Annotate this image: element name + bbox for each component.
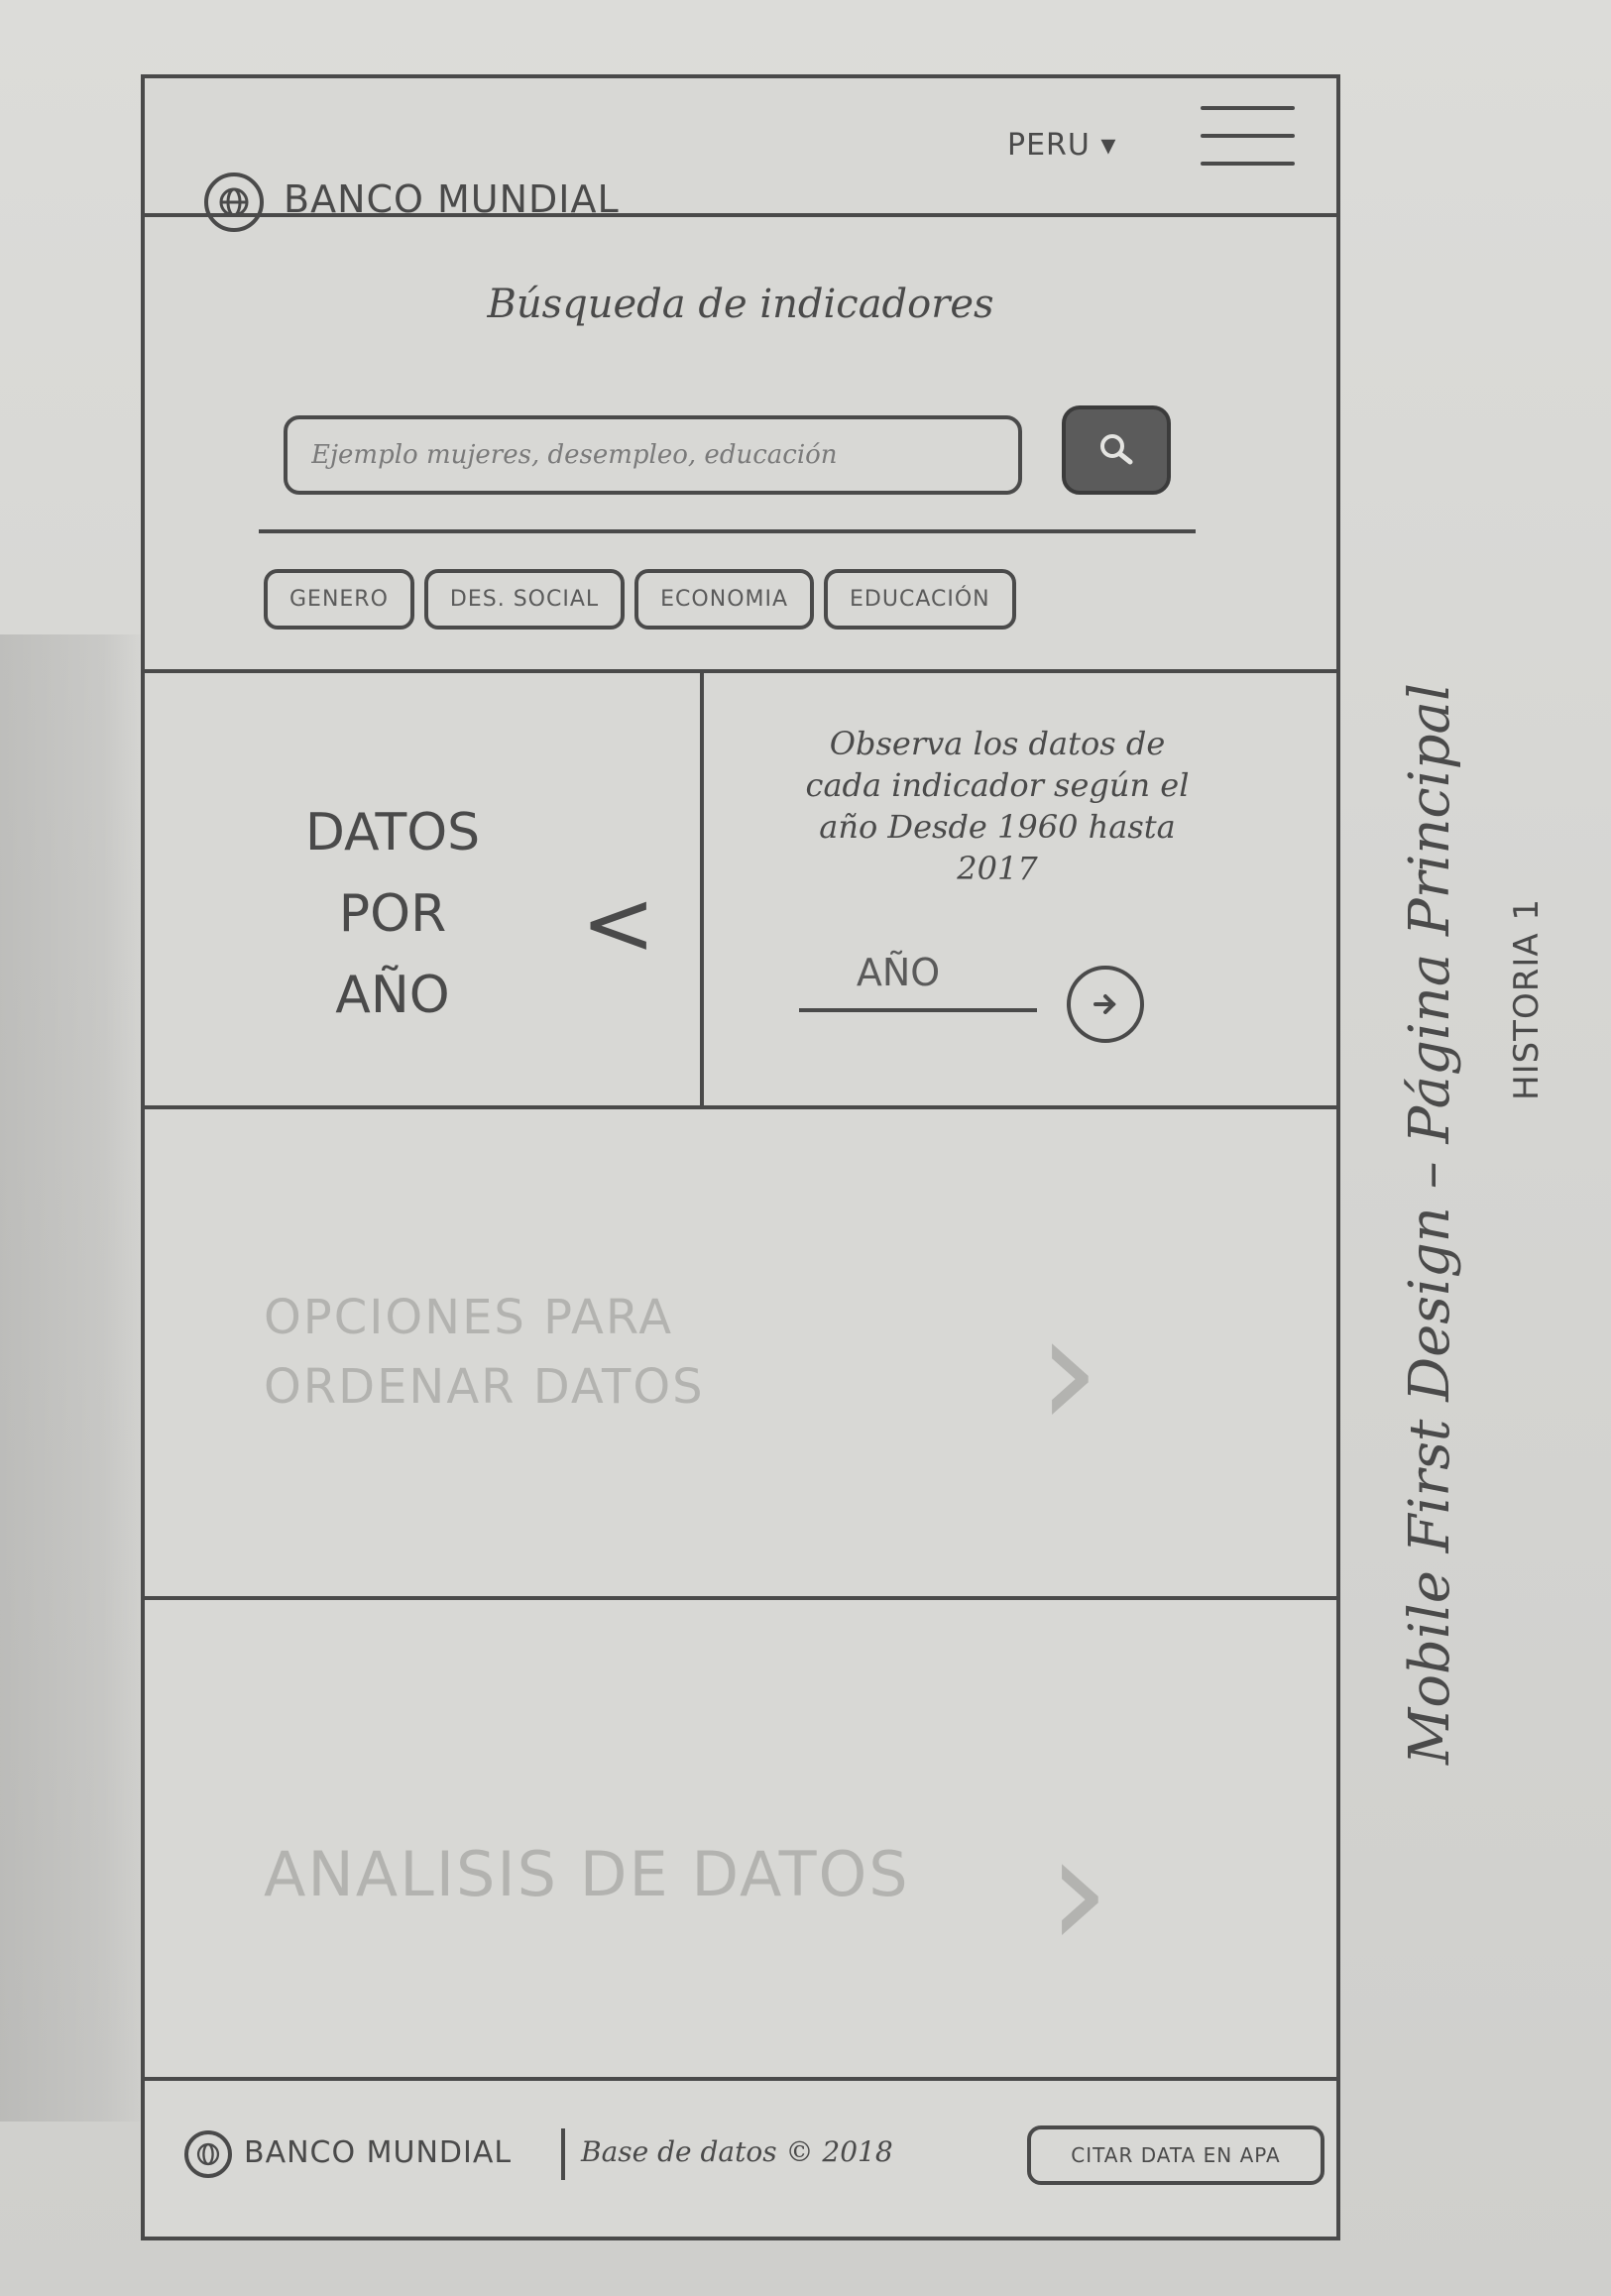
chip-educacion[interactable]: EDUCACIÓN	[824, 569, 1016, 630]
footer-database: Base de datos © 2018	[581, 2135, 893, 2168]
arrow-right-circle-icon[interactable]	[1067, 966, 1144, 1043]
chip-economia[interactable]: ECONOMIA	[634, 569, 815, 630]
year-input-label[interactable]: AÑO	[856, 951, 941, 994]
year-panel-heading: DATOS POR AÑO	[274, 792, 512, 1036]
globe-icon	[196, 2142, 220, 2166]
footer-brand: BANCO MUNDIAL	[244, 2135, 513, 2170]
country-selector[interactable]: PERU ▾	[1007, 128, 1117, 163]
search-underline	[259, 529, 1196, 533]
search-input[interactable]	[284, 415, 1022, 495]
year-divider	[700, 673, 704, 1105]
data-by-year-section: DATOS POR AÑO < Observa los datos de cad…	[145, 673, 1336, 1109]
chevron-right-icon[interactable]: ›	[1047, 1798, 1110, 1984]
search-title: Búsqueda de indicadores	[487, 282, 994, 327]
chevron-right-icon[interactable]: ›	[1037, 1278, 1100, 1463]
sort-options-label: OPCIONES PARA ORDENAR DATOS	[264, 1283, 819, 1422]
data-analysis-section[interactable]: ANALISIS DE DATOS ›	[145, 1600, 1336, 2081]
year-panel-right: Observa los datos de cada indicador segú…	[710, 673, 1344, 1105]
cite-apa-button[interactable]: CITAR DATA EN APA	[1027, 2125, 1324, 2185]
mobile-wireframe: BANCO MUNDIAL PERU ▾ Búsqueda de indicad…	[141, 74, 1340, 2240]
globe-logo-icon	[184, 2130, 232, 2178]
globe-icon	[219, 187, 249, 217]
year-input-underline[interactable]	[799, 1008, 1037, 1012]
search-button[interactable]	[1062, 405, 1171, 495]
chip-des-social[interactable]: DES. SOCIAL	[423, 569, 626, 630]
heading-line-1: DATOS	[304, 803, 481, 862]
options-line-1: OPCIONES PARA	[264, 1290, 674, 1345]
heading-line-2: POR	[338, 884, 447, 944]
search-icon	[1100, 434, 1133, 465]
category-chips: GENERO DES. SOCIAL ECONOMIA EDUCACIÓN	[264, 569, 1016, 630]
footer-separator	[561, 2128, 565, 2180]
app-header: BANCO MUNDIAL PERU ▾	[145, 78, 1336, 232]
sketch-annotation-title: Mobile First Design – Página Principal	[1398, 683, 1462, 1765]
hamburger-menu-icon[interactable]	[1201, 106, 1295, 175]
year-panel-left: DATOS POR AÑO <	[145, 673, 700, 1105]
chevron-left-icon[interactable]: <	[581, 871, 656, 976]
search-section: Búsqueda de indicadores GENERO DES. SOCI…	[145, 217, 1336, 673]
sketch-annotation-subtitle: HISTORIA 1	[1507, 897, 1547, 1100]
arrow-right-icon	[1093, 994, 1116, 1014]
chip-genero[interactable]: GENERO	[264, 569, 414, 630]
globe-logo-icon[interactable]	[204, 172, 264, 232]
paper-shadow	[0, 634, 149, 2122]
sort-options-section[interactable]: OPCIONES PARA ORDENAR DATOS ›	[145, 1109, 1336, 1600]
app-footer: BANCO MUNDIAL Base de datos © 2018 CITAR…	[145, 2081, 1336, 2239]
year-description: Observa los datos de cada indicador segú…	[805, 725, 1190, 887]
data-analysis-label: ANALISIS DE DATOS	[264, 1838, 910, 1910]
brand-name[interactable]: BANCO MUNDIAL	[284, 177, 620, 221]
heading-line-3: AÑO	[335, 966, 450, 1025]
options-line-2: ORDENAR DATOS	[264, 1359, 705, 1415]
